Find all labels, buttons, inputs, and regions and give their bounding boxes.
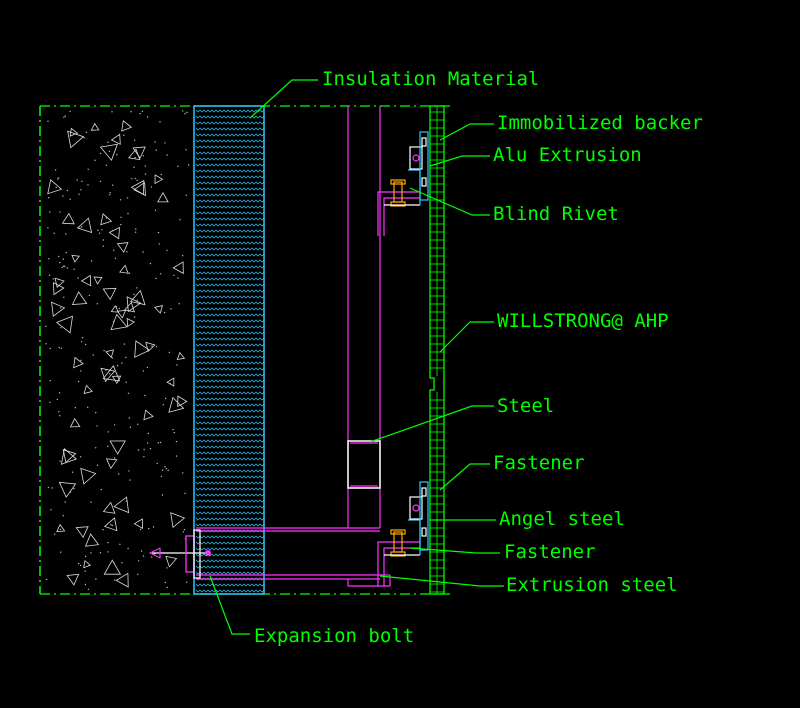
panel-hatch [430,111,444,593]
label-panel: WILLSTRONG@ AHP [497,310,669,332]
steel-column [347,106,381,528]
concrete-wall [39,105,450,595]
label-blind-rivet: Blind Rivet [493,203,619,225]
label-fastener-bottom: Fastener [504,541,596,563]
insulation-layer [193,105,265,595]
label-immobilized-backer: Immobilized backer [497,112,703,134]
top-bracket [377,131,429,236]
lower-bracket [377,481,429,586]
label-angel-steel: Angel steel [499,508,625,530]
leader-lines [209,79,504,635]
insulation-hatch [195,109,265,593]
label-expansion-bolt: Expansion bolt [254,625,414,647]
label-insulation-material: Insulation Material [322,68,539,90]
callout-labels: Insulation Material Immobilized backer A… [254,68,703,647]
expansion-bolt [148,529,211,579]
concrete-hatch [45,110,190,590]
label-fastener-top: Fastener [493,452,585,474]
willstrong-panel [429,105,445,595]
label-extrusion-steel: Extrusion steel [506,574,678,596]
label-steel: Steel [497,395,554,417]
label-alu-extrusion: Alu Extrusion [493,144,642,166]
